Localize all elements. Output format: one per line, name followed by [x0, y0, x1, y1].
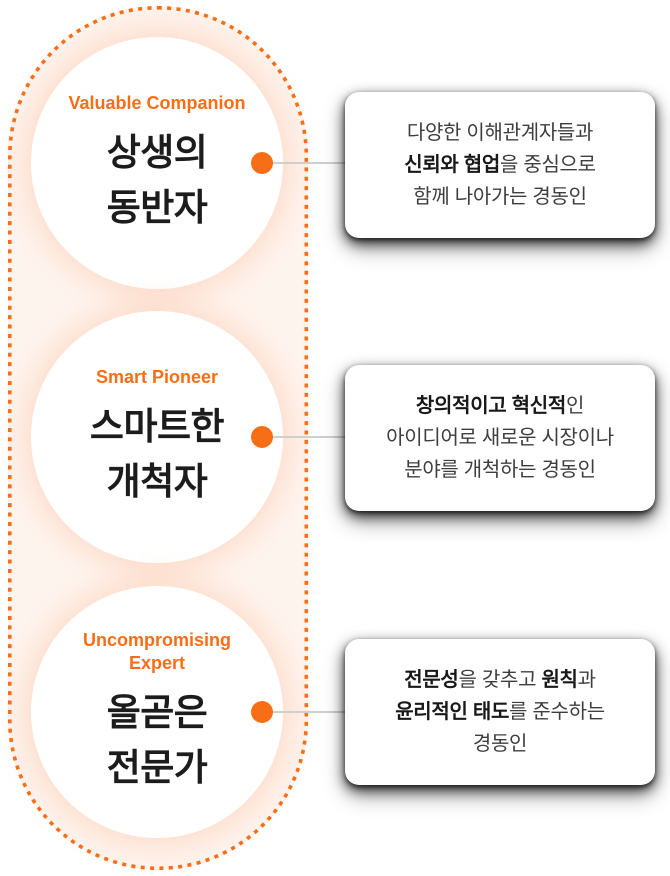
description-segment: 함께 나아가는 경동인 — [413, 186, 587, 208]
value-title-kr: 스마트한 개척자 — [89, 399, 225, 509]
value-label-en-line: Valuable Companion — [68, 92, 246, 113]
description-card-smart-pioneer: 창의적이고 혁신적인 아이디어로 새로운 시장이나 분야를 개척하는 경동인 — [345, 365, 655, 511]
value-title-line: 전문가 — [106, 747, 208, 788]
description-line: 함께 나아가는 경동인 — [413, 181, 587, 213]
description-segment: 과 — [577, 669, 596, 691]
description-segment-bold: 원칙 — [541, 669, 578, 691]
description-segment-bold: 윤리적인 태도 — [395, 701, 510, 723]
value-label-en: Uncompromising Expert — [83, 629, 231, 675]
description-segment-bold: 전문성 — [404, 669, 459, 691]
value-title-line: 상생의 — [106, 131, 208, 173]
description-segment: 경동인 — [472, 733, 528, 755]
connector-dot-icon — [251, 426, 273, 448]
value-circle-valuable-companion: Valuable Companion 상생의 동반자 — [31, 37, 283, 289]
value-circle-smart-pioneer: Smart Pioneer 스마트한 개척자 — [31, 311, 283, 563]
description-line: 아이디어로 새로운 시장이나 — [386, 422, 614, 454]
description-card-valuable-companion: 다양한 이해관계자들과 신뢰와 협업을 중심으로 함께 나아가는 경동인 — [345, 92, 655, 238]
value-title-line: 올곧은 — [106, 692, 208, 733]
description-segment-bold: 신뢰와 협업 — [404, 154, 500, 176]
description-line: 창의적이고 혁신적인 — [416, 390, 584, 422]
value-circle-uncompromising-expert: Uncompromising Expert 올곧은 전문가 — [31, 586, 283, 838]
value-label-en-line: Uncompromising — [82, 630, 231, 650]
connector-line — [262, 436, 348, 438]
description-segment: 분야를 개척하는 경동인 — [404, 459, 596, 481]
connector-dot-icon — [251, 701, 273, 723]
value-title-kr: 올곧은 전문가 — [107, 685, 208, 795]
description-line: 신뢰와 협업을 중심으로 — [404, 149, 596, 181]
description-segment-bold: 창의적이고 혁신적 — [415, 395, 566, 417]
connector-line — [262, 711, 348, 713]
connector-dot-icon — [251, 152, 273, 174]
value-label-en: Valuable Companion — [68, 92, 245, 115]
description-line: 전문성을 갖추고 원칙과 — [404, 664, 596, 696]
description-line: 다양한 이해관계자들과 — [406, 117, 594, 149]
value-label-en: Smart Pioneer — [96, 366, 218, 389]
value-title-line: 개척자 — [106, 460, 208, 502]
description-line: 윤리적인 태도를 준수하는 — [395, 696, 605, 728]
value-title-kr: 상생의 동반자 — [107, 125, 208, 235]
description-segment: 다양한 이해관계자들과 — [406, 122, 594, 144]
description-line: 경동인 — [472, 728, 528, 760]
value-title-line: 동반자 — [106, 186, 208, 228]
description-segment: 을 중심으로 — [500, 154, 596, 176]
description-segment: 를 준수하는 — [509, 701, 605, 723]
description-segment: 을 갖추고 — [458, 669, 542, 691]
connector-line — [262, 162, 348, 164]
description-card-uncompromising-expert: 전문성을 갖추고 원칙과 윤리적인 태도를 준수하는 경동인 — [345, 639, 655, 785]
description-line: 분야를 개척하는 경동인 — [404, 454, 596, 486]
description-segment: 아이디어로 새로운 시장이나 — [386, 427, 614, 449]
description-segment: 인 — [565, 395, 585, 417]
value-label-en-line: Smart Pioneer — [95, 366, 219, 387]
value-title-line: 스마트한 — [89, 405, 225, 447]
value-label-en-line: Expert — [128, 653, 185, 673]
